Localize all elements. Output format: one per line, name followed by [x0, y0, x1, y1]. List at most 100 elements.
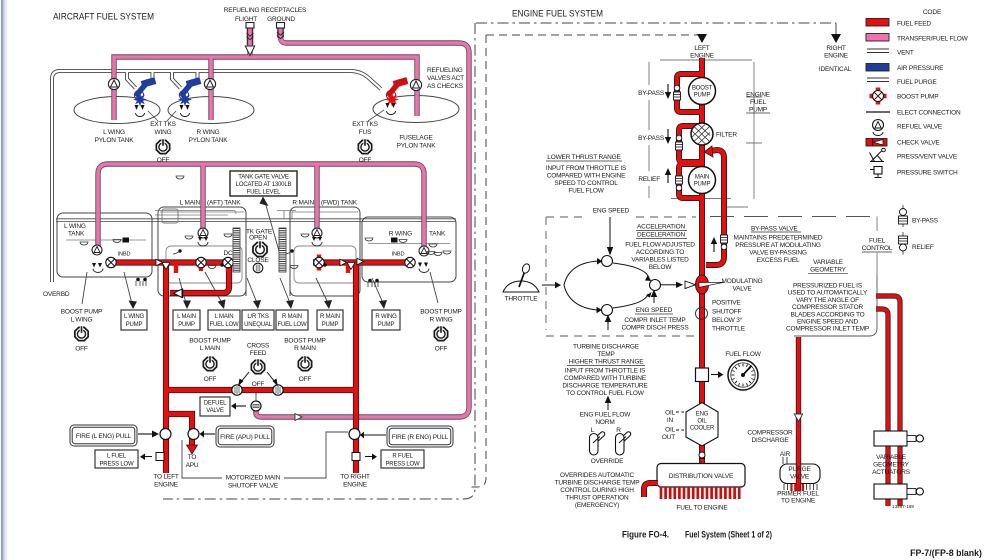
svg-text:VALVE: VALVE: [732, 286, 752, 293]
svg-text:OFF: OFF: [359, 157, 372, 164]
svg-text:FUEL FLOW: FUEL FLOW: [725, 351, 761, 358]
svg-text:L WING: L WING: [103, 129, 125, 136]
svg-text:VARIABLE: VARIABLE: [876, 454, 907, 461]
svg-text:COMPARED WITH ENGINE: COMPARED WITH ENGINE: [547, 173, 626, 180]
svg-text:THROTTLE: THROTTLE: [505, 296, 539, 303]
svg-text:TO RIGHT: TO RIGHT: [340, 474, 370, 481]
svg-text:UNEQUAL: UNEQUAL: [244, 322, 273, 328]
svg-text:CHECK VALVE: CHECK VALVE: [897, 140, 940, 147]
svg-text:L WING: L WING: [64, 223, 86, 230]
svg-text:REFUEL VALVE: REFUEL VALVE: [897, 124, 943, 131]
svg-text:MODULATING: MODULATING: [721, 278, 762, 285]
svg-text:L WING: L WING: [71, 317, 93, 324]
svg-text:ENG: ENG: [696, 412, 709, 418]
svg-text:OFF: OFF: [204, 376, 217, 383]
svg-text:IN: IN: [667, 417, 674, 424]
svg-text:USED TO AUTOMATICALLY: USED TO AUTOMATICALLY: [788, 290, 868, 297]
svg-text:L: L: [591, 427, 595, 434]
svg-text:LOCATED AT 1300LB: LOCATED AT 1300LB: [236, 182, 292, 188]
svg-text:PUMP: PUMP: [126, 322, 143, 328]
svg-text:WING: WING: [155, 129, 172, 136]
svg-text:R MAIN: R MAIN: [282, 314, 302, 320]
svg-text:BY-PASS: BY-PASS: [638, 90, 665, 97]
svg-text:R: R: [616, 427, 621, 434]
svg-text:ENGINE: ENGINE: [154, 482, 179, 489]
svg-text:ENGINE FUEL SYSTEM: ENGINE FUEL SYSTEM: [512, 9, 603, 20]
svg-text:DISCHARGE: DISCHARGE: [751, 437, 789, 444]
svg-text:BOOST PUMP: BOOST PUMP: [897, 94, 938, 101]
svg-text:GROUND: GROUND: [267, 16, 295, 23]
svg-text:TRANSFER/FUEL FLOW: TRANSFER/FUEL FLOW: [897, 36, 969, 43]
svg-text:MOTORIZED MAIN: MOTORIZED MAIN: [226, 475, 281, 482]
svg-text:LEFT: LEFT: [694, 45, 709, 52]
svg-text:OFF: OFF: [252, 381, 265, 388]
svg-text:VARIABLE: VARIABLE: [813, 259, 844, 266]
svg-text:BY-PASS: BY-PASS: [912, 218, 939, 225]
svg-text:BOOST PUMP: BOOST PUMP: [61, 309, 102, 316]
svg-text:FUEL FLOW ADJUSTED: FUEL FLOW ADJUSTED: [625, 242, 695, 249]
svg-text:PRESSURIZED FUEL IS: PRESSURIZED FUEL IS: [793, 283, 863, 290]
svg-text:VALVE: VALVE: [206, 408, 224, 414]
svg-text:L MAIN: L MAIN: [177, 314, 196, 320]
svg-text:FUEL LOW: FUEL LOW: [277, 322, 307, 328]
svg-text:COMPARED WITH TURBINE: COMPARED WITH TURBINE: [564, 375, 647, 382]
svg-text:CLOSE: CLOSE: [247, 257, 269, 264]
svg-text:THROTTLE: THROTTLE: [712, 326, 746, 333]
svg-text:FUEL LOW: FUEL LOW: [209, 322, 239, 328]
svg-text:RELIEF: RELIEF: [912, 244, 934, 251]
svg-text:RIGHT: RIGHT: [826, 45, 846, 52]
svg-text:TANK: TANK: [429, 231, 446, 238]
svg-text:FLIGHT: FLIGHT: [235, 16, 257, 23]
svg-text:SHUTOFF VALVE: SHUTOFF VALVE: [228, 483, 279, 490]
svg-text:ENGINE: ENGINE: [824, 53, 849, 60]
svg-text:CONTROL: CONTROL: [862, 245, 893, 252]
svg-text:OVERBD: OVERBD: [43, 291, 70, 298]
svg-text:TO LEFT: TO LEFT: [153, 474, 179, 481]
svg-text:L FUEL: L FUEL: [107, 454, 127, 460]
svg-text:REFUELING RECEPTACLES: REFUELING RECEPTACLES: [224, 7, 307, 14]
svg-text:R MAIN: R MAIN: [320, 314, 340, 320]
svg-text:AIRCRAFT FUEL SYSTEM: AIRCRAFT FUEL SYSTEM: [53, 12, 154, 23]
svg-text:TANK GATE VALVE: TANK GATE VALVE: [238, 175, 289, 181]
svg-text:FUEL LEVEL: FUEL LEVEL: [247, 190, 282, 196]
svg-text:BOOST: BOOST: [692, 86, 713, 92]
svg-text:OFF: OFF: [157, 157, 170, 164]
svg-text:ENG SPEED: ENG SPEED: [593, 208, 630, 215]
svg-text:Fuel System (Sheet 1 of 2): Fuel System (Sheet 1 of 2): [685, 530, 772, 540]
svg-text:ENG SPEED: ENG SPEED: [636, 307, 673, 314]
svg-text:TO: TO: [188, 454, 197, 461]
svg-text:ACTUATORS: ACTUATORS: [872, 469, 911, 476]
svg-text:DISCHARGE TEMPERATURE: DISCHARGE TEMPERATURE: [562, 383, 648, 390]
svg-text:AIR PRESSURE: AIR PRESSURE: [897, 65, 944, 72]
svg-text:CROSS: CROSS: [247, 343, 270, 350]
svg-text:R FUEL: R FUEL: [392, 454, 413, 460]
svg-text:R WING: R WING: [375, 314, 397, 320]
svg-text:POSITIVE: POSITIVE: [712, 300, 741, 307]
svg-text:AIR: AIR: [780, 451, 791, 458]
svg-text:FIRE (R ENG) PULL: FIRE (R ENG) PULL: [392, 434, 449, 441]
svg-text:PRESS LOW: PRESS LOW: [385, 462, 420, 468]
svg-text:OVERRIDE: OVERRIDE: [591, 458, 624, 465]
svg-text:TK GATE: TK GATE: [246, 229, 273, 236]
svg-text:THRUST OPERATION: THRUST OPERATION: [566, 495, 629, 502]
svg-text:TURBINE DISCHARGE TEMP: TURBINE DISCHARGE TEMP: [555, 480, 640, 487]
svg-text:HIGHER THRUST RANGE: HIGHER THRUST RANGE: [569, 359, 645, 366]
svg-text:FUEL PURGE: FUEL PURGE: [897, 79, 937, 86]
svg-text:GEOMETRY: GEOMETRY: [873, 462, 909, 469]
svg-text:PUMP: PUMP: [178, 322, 195, 328]
svg-text:REFUELING: REFUELING: [427, 67, 463, 74]
svg-text:BY-PASS: BY-PASS: [638, 135, 665, 142]
svg-text:ENGINE: ENGINE: [690, 53, 715, 60]
svg-text:PUMP: PUMP: [749, 107, 767, 114]
svg-text:OFF: OFF: [435, 346, 448, 353]
svg-text:PRIMER FUEL: PRIMER FUEL: [777, 491, 819, 498]
svg-text:(EMERGENCY): (EMERGENCY): [575, 502, 619, 509]
svg-text:INBD: INBD: [392, 252, 405, 258]
svg-text:ENGINE: ENGINE: [343, 482, 368, 489]
svg-text:L MAIN: L MAIN: [200, 345, 221, 352]
svg-text:AS CHECKS: AS CHECKS: [427, 83, 464, 90]
svg-text:EXT TKS: EXT TKS: [352, 121, 378, 128]
svg-text:13467-189: 13467-189: [892, 504, 914, 509]
svg-text:PUMP: PUMP: [694, 93, 711, 99]
svg-text:BOOST PUMP: BOOST PUMP: [284, 338, 325, 345]
